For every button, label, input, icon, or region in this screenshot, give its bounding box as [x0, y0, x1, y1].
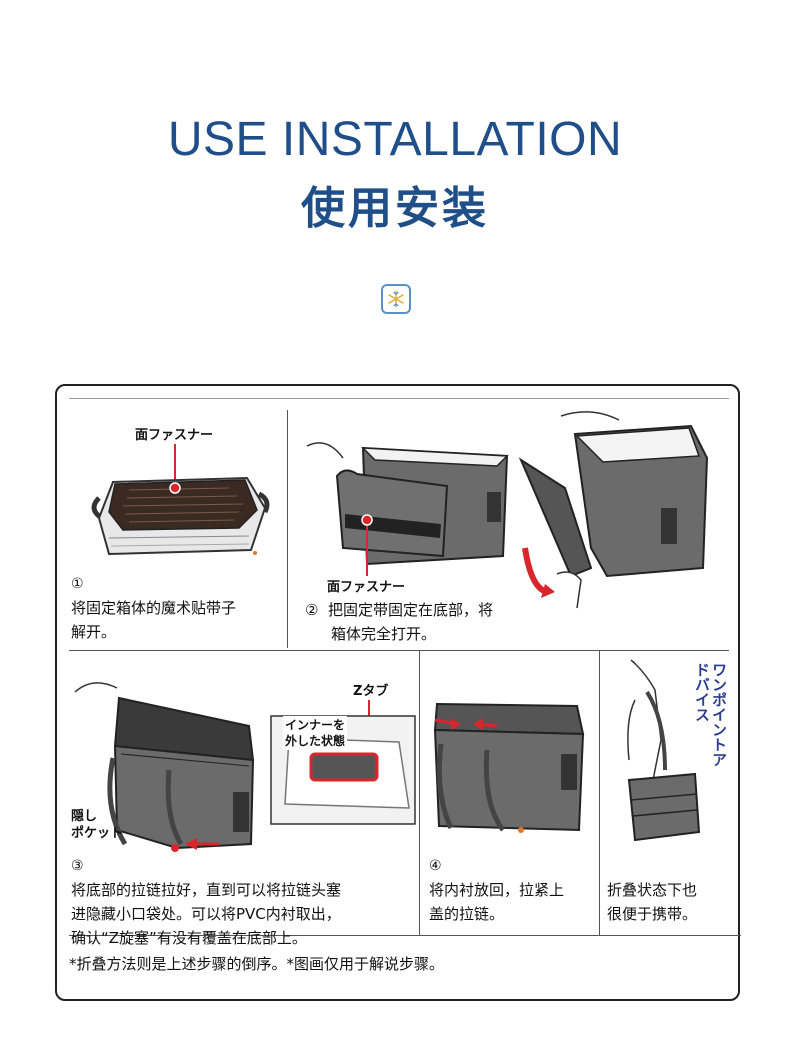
step-3-line2: 进隐藏小口袋处。可以将PVC内衬取出， — [71, 905, 341, 923]
step-5-text: 折叠状态下也 很便于携带。 — [607, 878, 697, 926]
grid-divider — [287, 410, 288, 648]
step-1-text: ① 将固定箱体的魔术贴带子 解开。 — [71, 572, 236, 644]
step-4-line2: 盖的拉链。 — [429, 905, 505, 923]
footer-note: *折叠方法则是上述步骤的倒序。*图画仅用于解说步骤。 — [69, 955, 445, 973]
step-4-text: ④ 将内衬放回，拉紧上 盖的拉链。 — [429, 854, 564, 926]
step-1-line1: 将固定箱体的魔术贴带子 — [71, 599, 237, 617]
unfolding-bag-illustration — [518, 411, 709, 609]
step-2-number: ② — [305, 601, 319, 619]
step-1-number: ① — [71, 576, 84, 592]
inner-removed-label: インナーを 外した状態 — [283, 716, 348, 750]
grid-divider — [69, 398, 729, 399]
opening-bag-illustration — [306, 442, 509, 576]
step-4-line1: 将内衬放回，拉紧上 — [429, 881, 565, 899]
instruction-panel: 面ファスナー ① 将固定箱体的魔术贴带子 解开。 — [55, 384, 741, 1001]
ztab-label: Zタブ — [353, 684, 389, 699]
step-3-number: ③ — [71, 858, 84, 874]
step-3-line3: 确认“Z旋塞”有没有覆盖在底部上。 — [71, 929, 307, 947]
step-3-line1: 将底部的拉链拉好，直到可以将拉链头塞 — [71, 881, 342, 899]
step-5-line2: 很便于携带。 — [607, 905, 698, 923]
hidden-pocket-label: 隠し ポケット — [71, 808, 123, 842]
carrying-person-illustration — [627, 659, 701, 842]
folded-bag-illustration — [91, 444, 270, 556]
step-4-number: ④ — [429, 858, 442, 874]
grid-divider — [69, 650, 729, 651]
grid-divider — [419, 650, 420, 935]
step-3-text: ③ 将底部的拉链拉好，直到可以将拉链头塞 进隐藏小口袋处。可以将PVC内衬取出，… — [71, 854, 341, 950]
velcro-label-2: 面ファスナー — [327, 580, 406, 595]
step-5-line1: 折叠状态下也 — [607, 881, 698, 899]
inner-removed-inset — [270, 700, 416, 825]
instruction-grid: 面ファスナー ① 将固定箱体的魔术贴带子 解开。 — [69, 398, 741, 947]
grid-divider — [599, 650, 600, 935]
hidden-pocket-line1: 隠し — [71, 809, 98, 824]
step-1-line2: 解开。 — [71, 623, 117, 641]
inner-removed-line1: インナーを — [285, 718, 346, 732]
snowflake-icon — [388, 290, 404, 308]
velcro-label-1: 面ファスナー — [135, 428, 214, 443]
page-title-cn: 使用安装 — [301, 183, 489, 234]
one-point-advice-label: ワンポイントアドバイス — [689, 662, 728, 772]
step-2-line2: 箱体完全打开。 — [331, 625, 437, 643]
snowflake-badge — [381, 284, 411, 314]
step-2-line1: 把固定带固定在底部，将 — [328, 601, 494, 619]
one-point-advice-text: ワンポイントアドバイス — [693, 662, 728, 767]
hidden-pocket-line2: ポケット — [71, 826, 124, 841]
open-lid-bag-illustration — [74, 682, 255, 852]
page-title-en: USE INSTALLATION — [167, 113, 623, 166]
inner-removed-line2: 外した状態 — [285, 734, 346, 748]
step-2-text: ② 把固定带固定在底部，将 箱体完全打开。 — [305, 598, 493, 646]
closed-bag-illustration — [433, 702, 585, 833]
grid-divider — [69, 935, 741, 936]
